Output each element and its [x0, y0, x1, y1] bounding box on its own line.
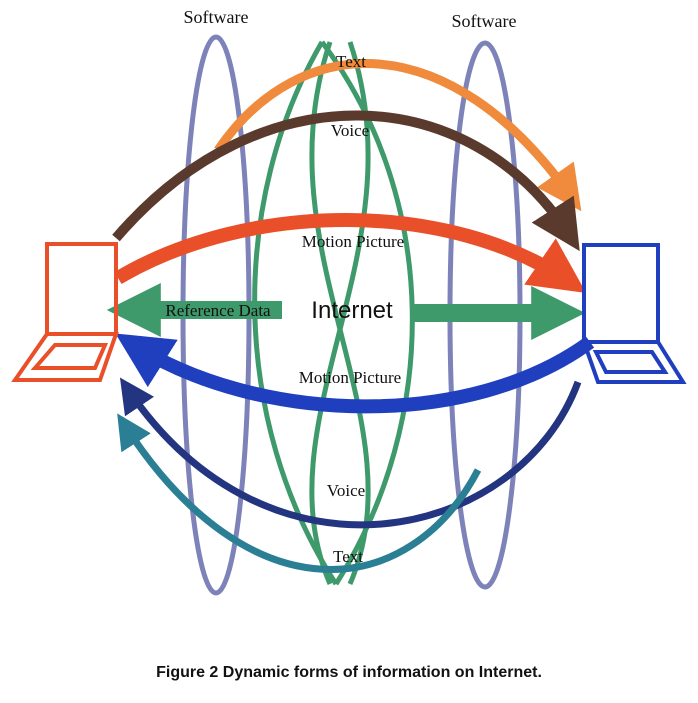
text-arrow-in: [117, 413, 482, 573]
software-label-right: Software: [452, 11, 517, 31]
software-label-left: Software: [184, 7, 249, 27]
text-arrow-out: [214, 59, 582, 212]
internet-lens-inner-b: [309, 41, 371, 585]
right-computer-icon: [581, 243, 687, 384]
motion-picture-arrow-out: [114, 213, 587, 294]
left-computer-icon: [11, 242, 119, 382]
voice-arrow-out: [112, 110, 580, 252]
voice-label-in: Voice: [327, 481, 365, 500]
figure-caption: Figure 2 Dynamic forms of information on…: [156, 664, 542, 681]
text-label-out: Text: [336, 52, 366, 71]
reference-data-label: Reference Data: [165, 301, 271, 320]
text-label-in: Text: [333, 547, 363, 566]
voice-arrow-in: [119, 377, 582, 529]
motion-picture-arrow-in: [115, 333, 595, 414]
voice-label-out: Voice: [331, 121, 369, 140]
motion-picture-label-out: Motion Picture: [302, 232, 404, 251]
internet-label: Internet: [311, 297, 393, 324]
motion-picture-label-in: Motion Picture: [299, 368, 401, 387]
